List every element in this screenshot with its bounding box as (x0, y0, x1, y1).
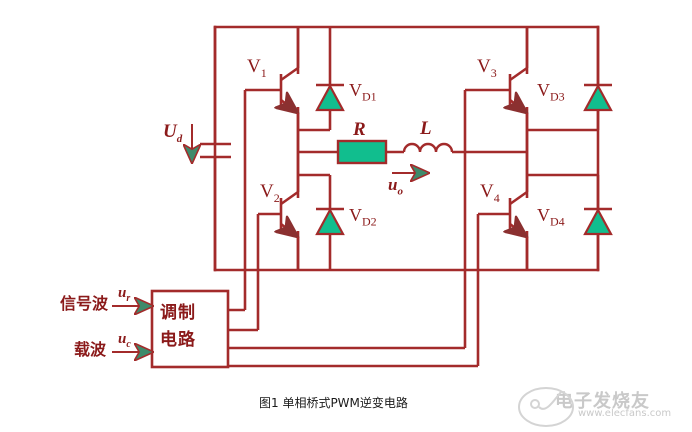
transistor-v1 (245, 27, 298, 152)
watermark-url: www.elecfans.com (578, 408, 671, 419)
carrier-wave-symbol: uc (118, 332, 131, 350)
gate-leads-left (228, 90, 258, 330)
resistor-label: R (353, 120, 366, 139)
diode-vd1 (316, 85, 344, 110)
transistor-v1-label: V1 (247, 57, 267, 79)
bridge-rails (215, 27, 598, 270)
transistor-v3 (465, 27, 527, 152)
inductor-label: L (420, 119, 432, 138)
transistor-v4 (478, 152, 527, 270)
transistor-v2-label: V2 (260, 182, 280, 204)
output-voltage-label: uo (388, 176, 403, 197)
resistor-r (338, 141, 386, 163)
diode-vd1-wires (298, 27, 330, 130)
signal-wave-label: 信号波 (60, 296, 108, 312)
signal-wave-symbol: ur (118, 286, 130, 304)
watermark-logo-icon (516, 382, 576, 432)
carrier-wave-label: 载波 (74, 342, 106, 358)
diode-vd3 (584, 85, 612, 110)
diode-vd2-label: VD2 (349, 206, 377, 228)
diode-vd4-label: VD4 (537, 206, 565, 228)
modulator-label-line2: 电路 (160, 332, 196, 349)
transistor-v4-label: V4 (480, 182, 500, 204)
diode-vd3-label: VD3 (537, 81, 565, 103)
transistor-v3-label: V3 (477, 57, 497, 79)
diode-vd2 (316, 209, 344, 234)
diode-vd4 (584, 209, 612, 234)
diode-vd1-label: VD1 (349, 81, 377, 103)
diode-vd3-wires (527, 27, 598, 130)
inductor-l (404, 144, 452, 152)
figure-caption: 图1 单相桥式PWM逆变电路 (259, 394, 408, 411)
transistor-v2 (258, 152, 298, 270)
modulator-label-line1: 调制 (160, 305, 196, 322)
source-label: Ud (163, 122, 182, 145)
